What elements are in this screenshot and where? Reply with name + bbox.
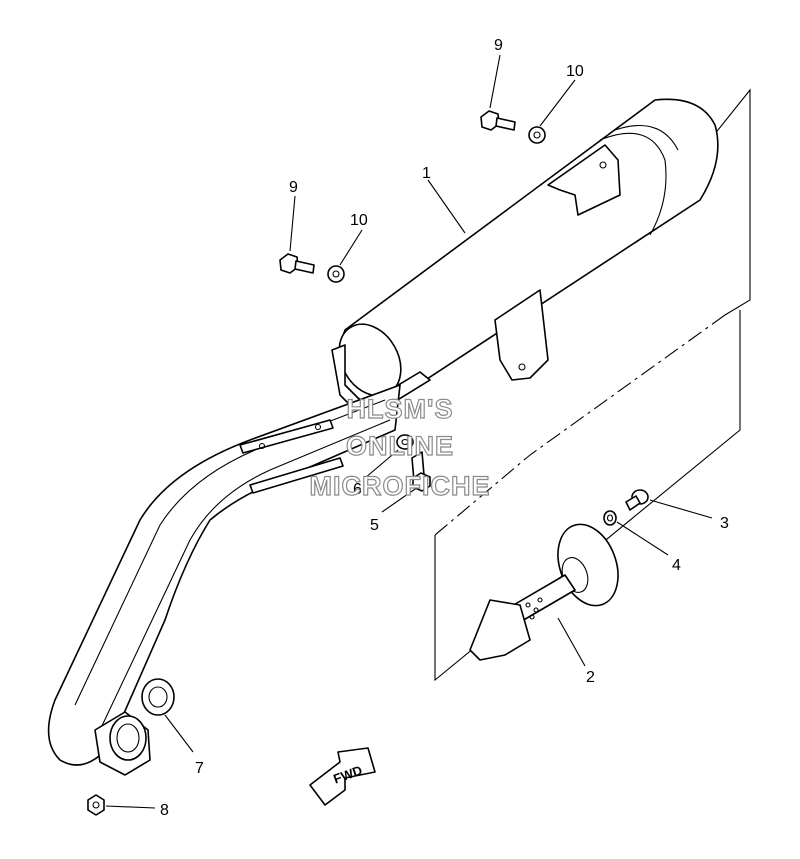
callout-8: 8 [160,802,169,819]
callout-7: 7 [195,760,204,777]
callout-10-lower: 10 [350,212,368,229]
callout-9-lower: 9 [289,179,298,196]
callout-2: 2 [586,669,595,686]
callout-5: 5 [370,517,379,534]
watermark-line-1: HLSM'S [347,394,454,424]
callout-10-upper: 10 [566,63,584,80]
muffler-washer-upper[interactable] [528,126,546,144]
exhaust-gasket[interactable] [141,678,175,716]
exhaust-flange[interactable] [94,711,151,776]
arrester-washer[interactable] [603,510,617,526]
callout-1: 1 [422,165,431,182]
callout-9-upper: 9 [494,37,503,54]
bracket-bolt[interactable] [411,451,431,492]
muffler[interactable] [327,98,719,421]
forward-direction-arrow: FWD [309,747,376,806]
flange-nut[interactable] [87,794,105,816]
watermark-line-3: MICROFICHE [310,471,491,501]
watermark-line-2: ONLINE [346,431,454,461]
arrester-screw[interactable] [625,489,649,511]
leader-lines [105,54,713,809]
watermark: HLSM'S ONLINE MICROFICHE [309,393,491,501]
muffler-bolt-upper[interactable] [480,110,516,131]
callout-6: 6 [353,481,362,498]
spark-arrester[interactable] [469,516,629,661]
bracket-washer[interactable] [396,434,414,450]
muffler-washer-lower[interactable] [327,265,345,283]
exhaust-pipe[interactable] [47,384,401,766]
callout-4: 4 [672,557,681,574]
callout-3: 3 [720,515,729,532]
muffler-bolt-lower[interactable] [279,253,315,274]
